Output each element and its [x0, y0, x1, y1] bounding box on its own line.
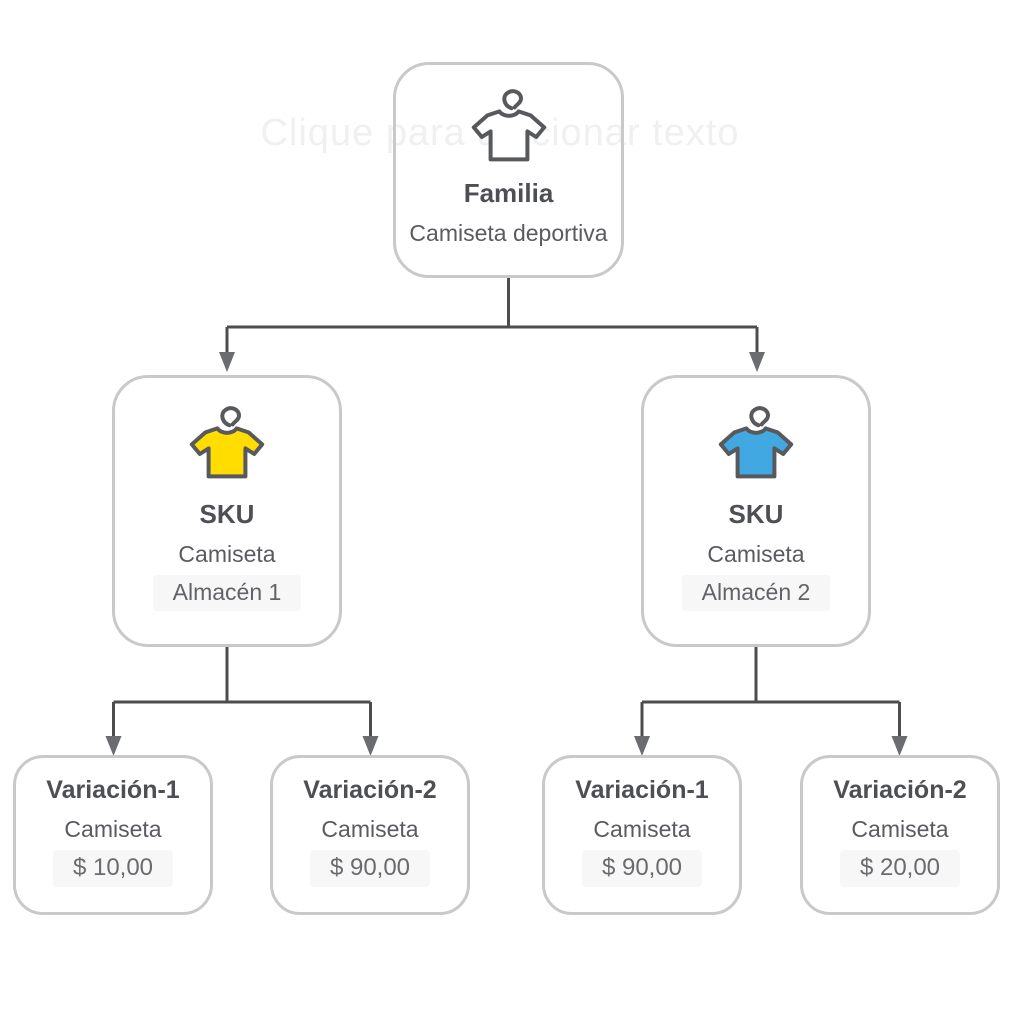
price-label: $ 10,00 [52, 850, 174, 888]
node-title: Familia [463, 178, 554, 208]
warehouse-label: Almacén 2 [681, 575, 831, 612]
node-title: Variación-2 [303, 776, 437, 804]
warehouse-label: Almacén 1 [152, 575, 302, 612]
tshirt-on-hanger-icon [471, 89, 546, 162]
product-label: Camiseta [321, 815, 419, 842]
node-title: Variación-1 [46, 776, 180, 804]
price-label: $ 90,00 [581, 850, 703, 888]
variation-node-1: Variación-1 Camiseta $ 10,00 [13, 755, 213, 915]
arrowheads [105, 352, 908, 756]
node-subtitle: Camiseta deportiva [409, 219, 608, 246]
tshirt-shape [718, 426, 794, 479]
product-label: Camiseta [178, 540, 276, 567]
sku-node-1: SKU Camiseta Almacén 1 [112, 375, 342, 647]
sku-node-2: SKU Camiseta Almacén 2 [641, 375, 871, 647]
product-label: Camiseta [851, 815, 949, 842]
variation-node-3: Variación-1 Camiseta $ 90,00 [542, 755, 742, 915]
product-label: Camiseta [64, 815, 162, 842]
product-label: Camiseta [593, 815, 691, 842]
variation-node-4: Variación-2 Camiseta $ 20,00 [800, 755, 1000, 915]
tshirt-shape [471, 109, 546, 162]
node-title: SKU [728, 499, 784, 529]
connector-sku1-to-variations [112, 647, 372, 738]
tshirt-on-hanger-icon-yellow [189, 406, 265, 479]
variation-node-2: Variación-2 Camiseta $ 90,00 [270, 755, 470, 915]
tshirt-shape [189, 426, 265, 479]
connector-sku2-to-variations [640, 647, 901, 738]
node-title: Variación-1 [575, 776, 709, 804]
node-title: SKU [199, 499, 255, 529]
tshirt-on-hanger-icon-blue [718, 406, 794, 479]
hanger-hook-icon [220, 406, 242, 428]
price-label: $ 20,00 [839, 850, 961, 888]
hanger-hook-icon [749, 406, 771, 428]
connector-family-to-skus [225, 278, 759, 354]
price-label: $ 90,00 [309, 850, 431, 888]
product-label: Camiseta [707, 540, 805, 567]
hanger-hook-icon [501, 89, 523, 111]
node-title: Variación-2 [833, 776, 967, 804]
family-node: Familia Camiseta deportiva [393, 62, 624, 278]
